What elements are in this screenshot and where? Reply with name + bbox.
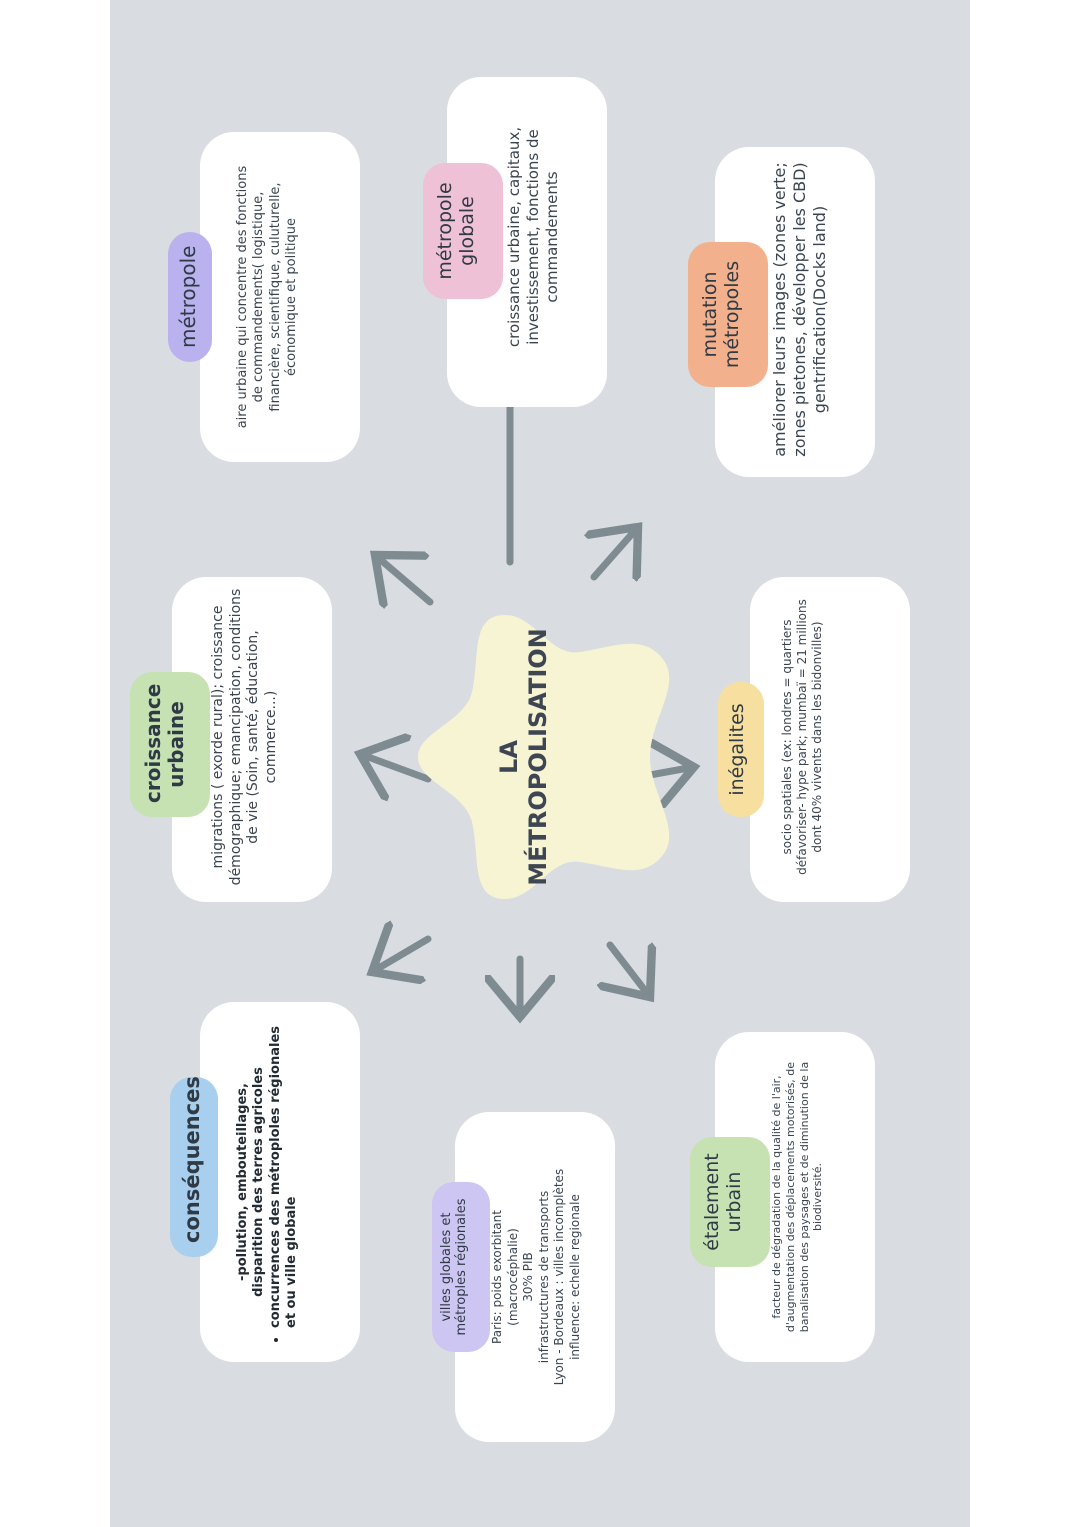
tag-etalement: étalement urbain xyxy=(690,1137,770,1267)
villes-line-3: infrastructures de transports xyxy=(536,1190,551,1364)
consequences-line1: -pollution, embouteillages, xyxy=(235,1083,250,1281)
center-title: LA MÉTROPOLISATION xyxy=(495,607,553,907)
text-inegalites: socio spatiales (ex: londres = quartiers… xyxy=(780,599,824,875)
tag-villes-line2: métroples régionales xyxy=(453,1198,469,1336)
tag-inegalites: inégalites xyxy=(718,682,764,817)
mindmap-canvas: LA MÉTROPOLISATION métropole aire urbain… xyxy=(110,0,970,1527)
text-metropole: aire urbaine qui concentre des fonctions… xyxy=(235,165,299,429)
arrow-to-etalement xyxy=(610,941,650,997)
consequences-line2: disparition des terres agricoles xyxy=(251,1067,267,1297)
villes-line-0: Paris: poids exorbitant xyxy=(490,1210,504,1344)
tag-mutation: mutation métropoles xyxy=(688,242,768,387)
text-etalement: facteur de dégradation de la qualité de … xyxy=(770,1061,825,1333)
tag-etalement-line2: urbain xyxy=(722,1171,745,1233)
text-consequences: -pollution, embouteillages, disparition … xyxy=(235,1022,300,1342)
tag-croissance: croissance urbaine xyxy=(130,672,210,817)
text-villes: Paris: poids exorbitant (macrocéphalie) … xyxy=(490,1127,584,1427)
card-inegalites xyxy=(750,577,910,902)
villes-line-1: (macrocéphalie) xyxy=(505,1228,520,1326)
tag-metropole: métropole xyxy=(168,232,212,362)
tag-mutation-line2: métropoles xyxy=(720,260,743,369)
center-blob xyxy=(418,615,670,899)
tag-etalement-line1: étalement xyxy=(701,1153,723,1251)
tag-croissance-line1: croissance xyxy=(141,683,165,803)
consequences-bullet: concurrences des métroploles régionales … xyxy=(268,1022,301,1328)
tag-villes: villes globales et métroples régionales xyxy=(432,1182,490,1352)
text-metropole-globale: croissance urbaine, capitaux, investisse… xyxy=(505,126,561,348)
villes-line-2: 30% PIB xyxy=(521,1252,536,1302)
tag-consequences: conséquences xyxy=(170,1076,218,1257)
arrow-to-mutation xyxy=(594,527,638,577)
arrow-to-consequences xyxy=(372,939,432,972)
tag-villes-line1: villes globales et xyxy=(439,1212,454,1322)
center-title-line2: MÉTROPOLISATION xyxy=(523,628,552,886)
arrow-to-croissance xyxy=(360,754,432,779)
tag-metropole-globale-line1: métropole xyxy=(434,182,456,280)
text-croissance: migrations ( exorde rural); croissance d… xyxy=(210,588,279,886)
villes-line-5: influence: echelle regionale xyxy=(567,1194,582,1360)
consequences-list: concurrences des métroploles régionales … xyxy=(268,1022,301,1342)
villes-line-4: Lyon - Bordeaux : villes incomplètes xyxy=(552,1168,567,1386)
tag-mutation-line1: mutation xyxy=(699,271,721,358)
tag-croissance-line2: urbaine xyxy=(164,701,188,788)
text-mutation: améliorer leurs images (zones verte; zon… xyxy=(770,162,829,457)
tag-metropole-globale-line2: globale xyxy=(455,196,478,266)
arrow-to-metropole xyxy=(375,555,434,602)
tag-metropole-globale: métropole globale xyxy=(423,163,503,299)
center-title-line1: LA xyxy=(495,740,523,774)
